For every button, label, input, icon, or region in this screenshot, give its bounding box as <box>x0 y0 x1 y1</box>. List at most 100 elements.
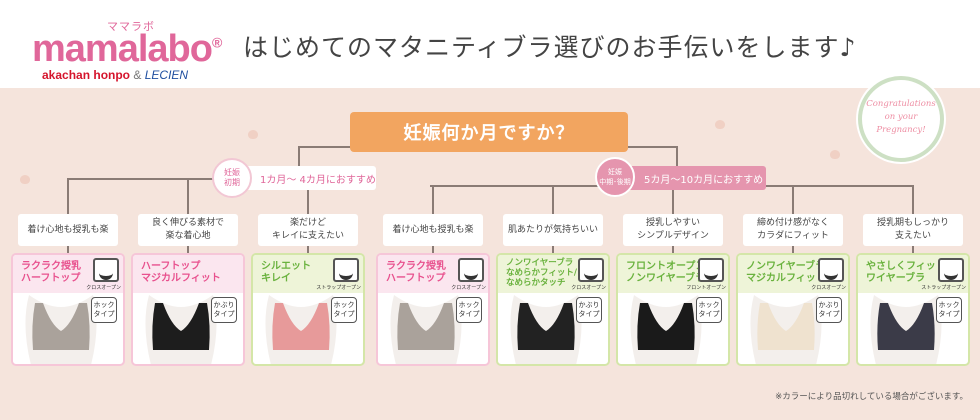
question-box: 妊娠何か月ですか？ <box>350 112 628 152</box>
headline: はじめてのマタニティブラ選びのお手伝いをします♪ <box>243 33 857 62</box>
product-card[interactable]: やさしくフィット ワイヤーブラ ストラップオープン ホック タイプ <box>856 253 970 366</box>
card-header: ラクラク授乳 ハーフトップ クロスオープン <box>13 255 123 293</box>
paw-icon <box>715 120 725 129</box>
logo-sub: akachan honpo & LECIEN <box>42 68 188 82</box>
need-label: 締め付け感がなく カラダにフィット <box>743 214 843 246</box>
need-label: 良く伸びる素材で 楽な着心地 <box>138 214 238 246</box>
bra-shape <box>272 303 330 350</box>
product-name[interactable]: シルエット キレイ <box>261 261 311 284</box>
registered-mark: ® <box>211 34 222 51</box>
product-name[interactable]: やさしくフィット ワイヤーブラ <box>866 261 946 284</box>
card-header: シルエット キレイ ストラップオープン <box>253 255 363 293</box>
tree-line <box>628 146 678 148</box>
paw-icon <box>830 150 840 159</box>
product-card[interactable]: フロントオープン ノンワイヤーブラ フロントオープン ホック タイプ <box>616 253 730 366</box>
late-range: 5カ月～10カ月におすすめ <box>628 166 766 190</box>
late-label: 妊娠 中期･後期 <box>599 168 631 186</box>
product-photo[interactable]: かぶり タイプ <box>133 293 243 364</box>
opening-type-label: フロントオープン <box>686 285 726 291</box>
need-label: 楽だけど キレイに支えたい <box>258 214 358 246</box>
bra-image <box>750 295 822 364</box>
mamalabo-logo[interactable]: ママラボ mamalabo® akachan honpo & LECIEN <box>22 14 232 82</box>
fastening-type-badge: かぶり タイプ <box>211 297 237 323</box>
product-photo[interactable]: かぶり タイプ <box>738 293 848 364</box>
bra-shape <box>637 303 695 350</box>
opening-type-icon <box>818 258 844 282</box>
opening-type-label: クロスオープン <box>86 285 121 291</box>
akachan-honpo: akachan honpo <box>42 68 131 82</box>
product-card[interactable]: ノンワイヤーブラ なめらかフィット/ なめらかタッチ クロスオープン かぶり タ… <box>496 253 610 366</box>
bra-shape <box>517 303 575 350</box>
fastening-type-badge: かぶり タイプ <box>816 297 842 323</box>
product-photo[interactable]: ホック タイプ <box>618 293 728 364</box>
bra-shape <box>397 303 455 350</box>
bra-image <box>630 295 702 364</box>
product-name[interactable]: ラクラク授乳 ハーフトップ <box>386 261 446 284</box>
card-header: ラクラク授乳 ハーフトップ クロスオープン <box>378 255 488 293</box>
product-card[interactable]: シルエット キレイ ストラップオープン ホック タイプ <box>251 253 365 366</box>
card-header: ハーフトップ マジカルフィット <box>133 255 243 293</box>
product-name[interactable]: フロントオープン ノンワイヤーブラ <box>626 261 706 284</box>
opening-type-icon <box>458 258 484 282</box>
card-header: ノンワイヤーブラ マジカルフィット クロスオープン <box>738 255 848 293</box>
fastening-type-badge: ホック タイプ <box>696 297 722 323</box>
logo-text: mamalabo <box>32 28 213 70</box>
congratulations-wreath: Congratulations on your Pregnancy! <box>858 76 944 162</box>
opening-type-label: クロスオープン <box>811 285 846 291</box>
product-photo[interactable]: ホック タイプ <box>858 293 968 364</box>
product-photo[interactable]: ホック タイプ <box>253 293 363 364</box>
bra-shape <box>152 303 210 350</box>
fastening-type-badge: ホック タイプ <box>331 297 357 323</box>
opening-type-icon <box>578 258 604 282</box>
opening-type-icon <box>333 258 359 282</box>
logo-wordmark: mamalabo® <box>32 28 222 71</box>
product-photo[interactable]: ホック タイプ <box>13 293 123 364</box>
product-card[interactable]: ラクラク授乳 ハーフトップ クロスオープン ホック タイプ <box>11 253 125 366</box>
product-card[interactable]: ノンワイヤーブラ マジカルフィット クロスオープン かぶり タイプ <box>736 253 850 366</box>
logo-kana: ママラボ <box>107 20 155 33</box>
early-label: 妊娠 初期 <box>224 168 240 187</box>
bra-image <box>510 295 582 364</box>
fastening-type-badge: ホック タイプ <box>456 297 482 323</box>
early-pregnancy-badge: 妊娠 初期 <box>212 158 252 198</box>
product-card[interactable]: ハーフトップ マジカルフィット かぶり タイプ <box>131 253 245 366</box>
bra-shape <box>757 303 815 350</box>
opening-type-icon <box>698 258 724 282</box>
bra-image <box>265 295 337 364</box>
stock-note: ※カラーにより品切れしている場合がございます。 <box>775 392 968 402</box>
opening-type-label: クロスオープン <box>451 285 486 291</box>
header: ママラボ mamalabo® akachan honpo & LECIEN はじ… <box>0 0 980 88</box>
need-label: 肌あたりが気持ちいい <box>503 214 603 246</box>
product-name[interactable]: ノンワイヤーブラ なめらかフィット/ なめらかタッチ <box>506 258 577 288</box>
card-header: ノンワイヤーブラ なめらかフィット/ なめらかタッチ クロスオープン <box>498 255 608 293</box>
need-label: 着け心地も授乳も楽 <box>383 214 483 246</box>
paw-icon <box>20 175 30 184</box>
fastening-type-badge: ホック タイプ <box>91 297 117 323</box>
product-name[interactable]: ラクラク授乳 ハーフトップ <box>21 261 81 284</box>
product-card[interactable]: ラクラク授乳 ハーフトップ クロスオープン ホック タイプ <box>376 253 490 366</box>
tree-line <box>298 146 300 180</box>
bra-shape <box>877 303 935 350</box>
ampersand: & <box>133 68 142 82</box>
opening-type-label: ストラップオープン <box>921 285 966 291</box>
opening-type-icon <box>93 258 119 282</box>
fastening-type-badge: ホック タイプ <box>936 297 962 323</box>
card-header: やさしくフィット ワイヤーブラ ストラップオープン <box>858 255 968 293</box>
need-label: 着け心地も授乳も楽 <box>18 214 118 246</box>
product-photo[interactable]: ホック タイプ <box>378 293 488 364</box>
product-photo[interactable]: かぶり タイプ <box>498 293 608 364</box>
need-label: 授乳期もしっかり 支えたい <box>863 214 963 246</box>
early-range: 1カ月～ 4カ月におすすめ <box>244 166 376 190</box>
card-header: フロントオープン ノンワイヤーブラ フロントオープン <box>618 255 728 293</box>
opening-type-label: クロスオープン <box>571 285 606 291</box>
bra-shape <box>32 303 90 350</box>
bra-image <box>25 295 97 364</box>
fastening-type-badge: かぶり タイプ <box>576 297 602 323</box>
wreath-text: Congratulations on your Pregnancy! <box>866 99 936 135</box>
product-name[interactable]: ノンワイヤーブラ マジカルフィット <box>746 261 826 284</box>
late-pregnancy-badge: 妊娠 中期･後期 <box>595 157 635 197</box>
bra-image <box>145 295 217 364</box>
bra-image <box>390 295 462 364</box>
opening-type-label: ストラップオープン <box>316 285 361 291</box>
product-name[interactable]: ハーフトップ マジカルフィット <box>141 261 221 284</box>
